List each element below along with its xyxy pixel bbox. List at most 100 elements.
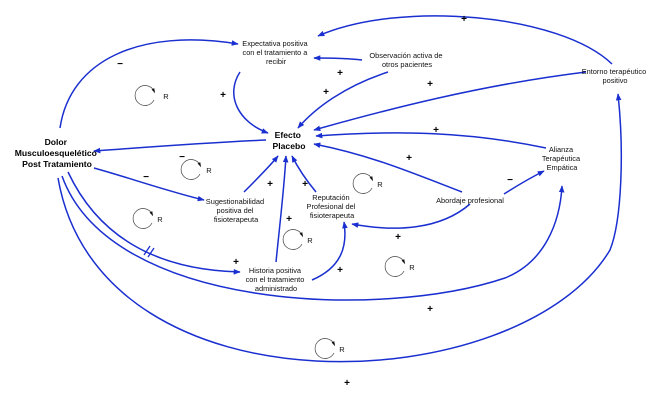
loop-label: R [307, 236, 313, 245]
node-dolor: Dolor Musculoesquelético Post Tratamient… [15, 137, 100, 169]
node-entorno: Entorno terapéutico positivo [582, 67, 649, 85]
loop-ring [134, 85, 156, 106]
loop-marker-7: R [314, 338, 345, 359]
sign-entorno-efecto: + [427, 79, 433, 90]
node-observacion-line-1: Observación activa de [369, 51, 442, 60]
loop-label: R [377, 180, 383, 189]
node-efecto-placebo: Efecto Placebo [273, 130, 306, 151]
link-efecto-to-dolor [93, 139, 267, 154]
link-abordaje-to-efecto [313, 142, 463, 193]
node-reputacion-line-3: fisioterapeuta [310, 211, 355, 220]
loop-ring [384, 256, 406, 277]
node-observacion: Observación activa de otros pacientes [369, 51, 444, 69]
loop-ring [180, 159, 202, 180]
link-historia-to-efecto [275, 155, 289, 263]
loop-marker-2: R [180, 159, 212, 180]
causal-links [57, 15, 623, 363]
sign-abordaje-efecto: + [406, 153, 412, 164]
node-reputacion-line-2: Profesional del [307, 202, 356, 211]
link-dolor-to-sugestionabilidad [93, 167, 205, 202]
link-alianza-to-efecto [315, 132, 547, 149]
loop-label: R [339, 345, 345, 354]
delay-mark-1 [143, 245, 151, 256]
link-abordaje-to-reputacion [351, 203, 471, 229]
node-expectativa-line-1: Expectativa positiva [242, 39, 308, 48]
polarity-signs: + − + + + + + + − − + + + − + + + + + [117, 14, 513, 389]
link-dolor-to-expectativa [59, 39, 239, 129]
link-entorno-to-expectativa [317, 15, 613, 65]
loop-marker-4: R [132, 208, 163, 229]
sign-efecto-dolor: − [179, 152, 185, 163]
sign-observacion-efecto: + [323, 87, 329, 98]
sign-observacion-expectativa: + [337, 68, 343, 79]
node-observacion-line-2: otros pacientes [382, 60, 432, 69]
loop-ring [282, 229, 304, 250]
loop-label: R [163, 92, 169, 101]
node-reputacion: Reputación Profesional del fisioterapeut… [307, 193, 358, 220]
loop-label: R [157, 215, 163, 224]
sign-abordaje-alianza: − [507, 175, 513, 186]
link-observacion-to-efecto [297, 71, 389, 129]
link-dolor-to-alianza [61, 175, 565, 301]
link-abordaje-to-alianza [503, 170, 545, 195]
node-sugestionabilidad-line-1: Sugestionabilidad [206, 197, 264, 206]
sign-dolor-entorno: + [344, 378, 350, 389]
loop-label: R [409, 263, 415, 272]
node-reputacion-line-1: Reputación [312, 193, 349, 202]
loop-marker-3: R [352, 173, 383, 194]
sign-entorno-expectativa: + [461, 14, 467, 25]
link-historia-to-reputacion [311, 221, 348, 281]
link-expectativa-to-efecto [233, 71, 269, 134]
loop-label: R [206, 166, 212, 175]
node-expectativa-line-3: recibir [266, 57, 287, 66]
node-alianza-line-3: Empática [547, 163, 579, 172]
link-dolor-to-entorno [57, 93, 623, 363]
node-abordaje-line-1: Abordaje profesional [436, 196, 504, 205]
sign-dolor-expectativa: − [117, 59, 123, 70]
node-alianza: Alianza Terapéutica Empática [542, 145, 582, 172]
node-alianza-line-2: Terapéutica [542, 154, 581, 163]
node-historia-line-2: con el tratamiento [246, 275, 305, 284]
node-efecto-line-1: Efecto [275, 130, 301, 140]
loop-ring [352, 173, 374, 194]
sign-alianza-efecto: + [433, 125, 439, 136]
link-entorno-to-efecto [313, 71, 587, 131]
node-dolor-line-3: Post Tratamiento [22, 159, 92, 169]
sign-historia-reputacion: + [337, 265, 343, 276]
loop-ring [314, 338, 336, 359]
sign-expectativa-efecto: + [220, 90, 226, 101]
node-entorno-line-2: positivo [602, 76, 627, 85]
sign-dolor-sugestionabilidad: − [143, 172, 149, 183]
node-alianza-line-1: Alianza [549, 145, 574, 154]
link-reputacion-to-efecto [291, 155, 317, 193]
sign-abordaje-reputacion: + [395, 232, 401, 243]
loop-markers: R R R R R R R [132, 85, 415, 359]
node-expectativa-line-2: con el tratamiento a [243, 48, 309, 57]
node-historia: Historia positiva con el tratamiento adm… [246, 266, 307, 293]
link-sugestionabilidad-to-efecto [243, 155, 279, 193]
node-sugestionabilidad-line-2: positiva del [216, 206, 253, 215]
loop-marker-6: R [384, 256, 415, 277]
node-dolor-line-1: Dolor [45, 137, 68, 147]
node-abordaje: Abordaje profesional [436, 196, 504, 205]
sign-reputacion-efecto: + [302, 179, 308, 190]
loop-ring [132, 208, 154, 229]
sign-sugestionabilidad-efecto: + [267, 179, 273, 190]
sign-historia-efecto: + [286, 214, 292, 225]
sign-dolor-historia: + [233, 257, 239, 268]
link-dolor-to-historia [67, 171, 241, 275]
sign-dolor-alianza: + [427, 304, 433, 315]
node-sugestionabilidad: Sugestionabilidad positiva del fisiotera… [206, 197, 266, 224]
node-expectativa: Expectativa positiva con el tratamiento … [242, 39, 309, 66]
node-historia-line-3: administrado [255, 284, 297, 293]
node-entorno-line-1: Entorno terapéutico [582, 67, 647, 76]
link-observacion-to-expectativa [313, 55, 363, 61]
nodes: Expectativa positiva con el tratamiento … [15, 39, 649, 293]
delay-mark-2 [147, 247, 155, 258]
node-historia-line-1: Historia positiva [249, 266, 302, 275]
node-efecto-line-2: Placebo [273, 141, 306, 151]
loop-marker-1: R [134, 85, 169, 106]
node-dolor-line-2: Musculoesquelético [15, 148, 97, 158]
